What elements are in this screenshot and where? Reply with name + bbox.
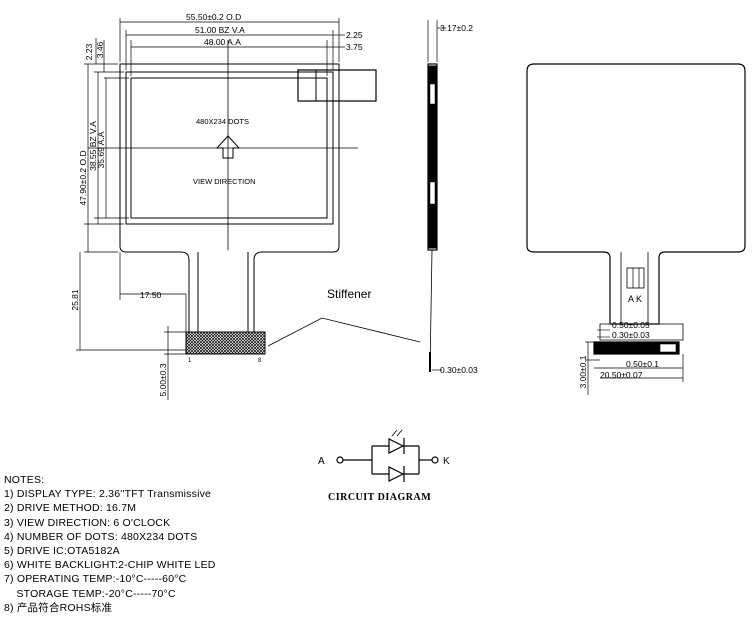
dim-left-3-46: 3.46 bbox=[95, 41, 105, 58]
dim-fpc-thickness: 0.30±0.03 bbox=[440, 365, 478, 375]
cathode-label: K bbox=[443, 456, 450, 467]
anode-terminal bbox=[336, 456, 344, 464]
notes: NOTES: 1) DISPLAY TYPE: 2.36''TFT Transm… bbox=[4, 473, 216, 615]
led-label: A K bbox=[628, 294, 642, 304]
dim-connector: 5.00±0.3 bbox=[158, 363, 168, 396]
fpc-connector-hatch bbox=[185, 331, 266, 355]
dim-tail-height: 25.81 bbox=[70, 289, 80, 311]
dim-aa-width: 48.00 A.A bbox=[204, 37, 241, 47]
dim-right-3-75: 3.75 bbox=[346, 42, 363, 52]
dim-total-width: 20.50±0.07 bbox=[600, 370, 643, 380]
dim-pin-width: 0.30±0.03 bbox=[612, 330, 650, 340]
note-item: 3) VIEW DIRECTION: 6 O'CLOCK bbox=[4, 516, 171, 529]
dim-stiffener-height: 3.00±0.1 bbox=[578, 355, 588, 388]
note-item: 7) OPERATING TEMP:-10°C-----60°C bbox=[4, 573, 187, 586]
dim-bz-width: 51.00 BZ V.A bbox=[195, 25, 245, 35]
note-item: 8) 产品符合ROHS标准 bbox=[4, 601, 113, 614]
stiffener-label: Stiffener bbox=[327, 287, 371, 301]
dim-od-width: 55.50±0.2 O.D bbox=[186, 12, 241, 22]
led-1-icon bbox=[388, 438, 405, 454]
cathode-terminal bbox=[431, 456, 439, 464]
note-item: 2) DRIVE METHOD: 16.7M bbox=[4, 502, 137, 515]
circuit-title: CIRCUIT DIAGRAM bbox=[328, 492, 431, 503]
led-pad bbox=[626, 267, 645, 289]
corner-connector bbox=[297, 69, 377, 102]
dim-bz-height: 38.55 BZ V.A bbox=[88, 121, 98, 171]
note-item: 6) WHITE BACKLIGHT:2-CHIP WHITE LED bbox=[4, 559, 216, 572]
notes-heading: NOTES: bbox=[4, 474, 45, 486]
side-view bbox=[427, 20, 446, 372]
circuit-diagram bbox=[336, 429, 439, 482]
led-2-icon bbox=[388, 466, 405, 482]
dim-od-height: 47.90±0.2 O.D bbox=[78, 150, 88, 205]
note-item: 4) NUMBER OF DOTS: 480X234 DOTS bbox=[4, 530, 198, 543]
view-direction-arrow bbox=[215, 135, 241, 159]
dim-thickness: 3.17±0.2 bbox=[440, 23, 473, 33]
pin-1-label: 1 bbox=[188, 358, 192, 364]
dim-right-2-25: 2.25 bbox=[346, 30, 363, 40]
dim-left-2-23: 2.23 bbox=[84, 43, 94, 60]
note-item: 5) DRIVE IC:OTA5182A bbox=[4, 545, 120, 558]
note-item: 1) DISPLAY TYPE: 2.36''TFT Transmissive bbox=[4, 488, 212, 501]
view-direction-label: VIEW DIRECTION bbox=[193, 177, 256, 186]
dim-pin-count: 40 bbox=[596, 347, 603, 353]
back-view bbox=[526, 63, 746, 395]
dim-pitch: 0.50±0.05 bbox=[612, 320, 650, 330]
side-body bbox=[427, 63, 438, 251]
pin-8-label: 8 bbox=[258, 358, 262, 364]
anode-label: A bbox=[318, 456, 325, 467]
dim-aa-height: 35.69 A.A bbox=[96, 131, 106, 168]
back-outline bbox=[526, 63, 746, 325]
note-item: STORAGE TEMP:-20°C-----70°C bbox=[4, 587, 176, 600]
dots-label: 480X234 DOTS bbox=[196, 117, 249, 126]
dim-pin-gap: 0.50±0.1 bbox=[626, 359, 659, 369]
back-stiffener bbox=[593, 341, 680, 355]
front-view bbox=[76, 18, 421, 400]
dim-tail-offset: 17.50 bbox=[140, 290, 162, 300]
